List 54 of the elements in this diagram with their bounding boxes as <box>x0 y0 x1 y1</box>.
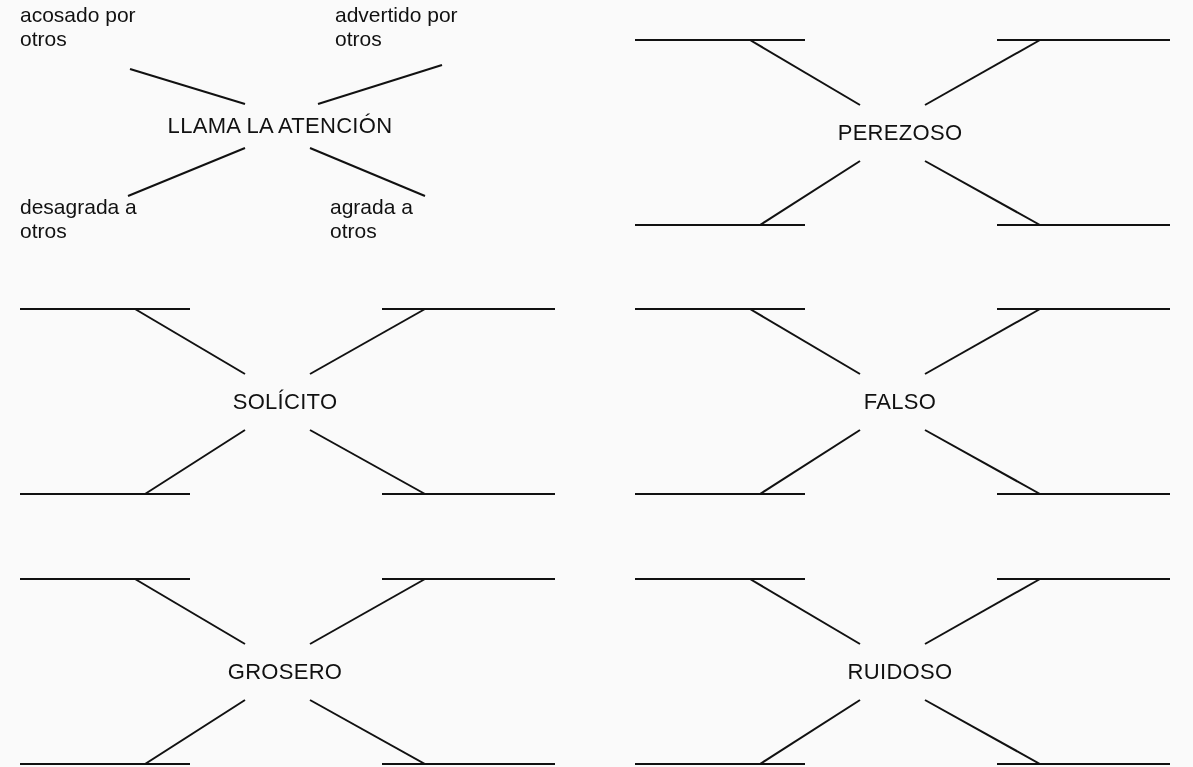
connector-line <box>759 429 861 495</box>
fill-in-line <box>20 578 190 580</box>
connector-line <box>924 39 1041 106</box>
connector-line <box>759 699 861 765</box>
center-word: PEREZOSO <box>837 105 963 161</box>
connector-line <box>924 578 1041 645</box>
connector-line <box>309 147 426 197</box>
connector-line <box>924 699 1041 765</box>
fill-in-line <box>997 493 1170 495</box>
center-word: FALSO <box>863 374 937 430</box>
fill-in-line <box>997 39 1170 41</box>
connector-line <box>309 429 426 495</box>
connector-line <box>749 308 861 375</box>
center-word: GROSERO <box>227 644 343 700</box>
fill-in-line <box>635 578 805 580</box>
connector-line <box>144 699 246 765</box>
connector-line <box>759 160 861 226</box>
connector-line <box>127 147 246 197</box>
fill-in-line <box>997 308 1170 310</box>
connector-line <box>749 578 861 645</box>
connector-line <box>134 578 246 645</box>
connector-line <box>317 64 443 105</box>
fill-in-line <box>997 763 1170 765</box>
fill-in-line <box>997 224 1170 226</box>
fill-in-line <box>635 39 805 41</box>
fill-in-line <box>382 763 555 765</box>
association-label: agrada a otros <box>330 195 440 245</box>
fill-in-line <box>997 578 1170 580</box>
fill-in-line <box>20 493 190 495</box>
center-word: RUIDOSO <box>847 644 953 700</box>
connector-line <box>309 699 426 765</box>
fill-in-line <box>635 308 805 310</box>
association-label: desagrada a otros <box>20 195 170 245</box>
fill-in-line <box>382 578 555 580</box>
connector-line <box>924 308 1041 375</box>
fill-in-line <box>20 308 190 310</box>
fill-in-line <box>635 493 805 495</box>
connector-line <box>924 429 1041 495</box>
connector-line <box>144 429 246 495</box>
center-word: LLAMA LA ATENCIÓN <box>167 104 393 148</box>
connector-line <box>749 39 861 106</box>
association-label: acosado por otros <box>20 3 150 69</box>
fill-in-line <box>635 224 805 226</box>
fill-in-line <box>382 493 555 495</box>
connector-line <box>924 160 1041 226</box>
association-label: advertido por otros <box>335 3 475 66</box>
connector-line <box>309 308 426 375</box>
connector-line <box>309 578 426 645</box>
connector-line <box>129 68 246 105</box>
fill-in-line <box>382 308 555 310</box>
connector-line <box>134 308 246 375</box>
center-word: SOLÍCITO <box>232 374 338 430</box>
fill-in-line <box>20 763 190 765</box>
fill-in-line <box>635 763 805 765</box>
